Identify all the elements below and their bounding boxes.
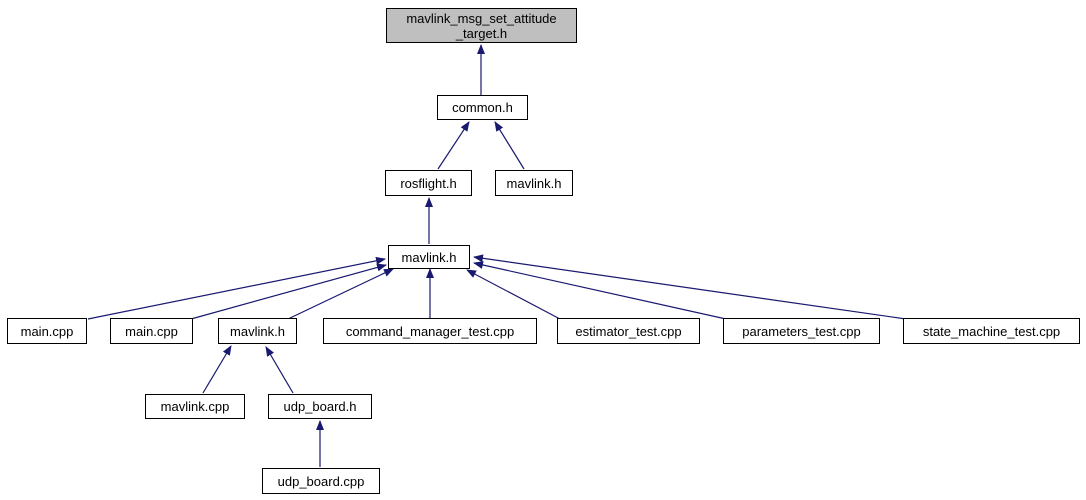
node-command_manager_test_cpp[interactable]: command_manager_test.cpp: [323, 318, 537, 344]
node-label: mavlink.cpp: [160, 399, 230, 414]
node-state_machine_test_cpp[interactable]: state_machine_test.cpp: [903, 318, 1080, 344]
node-parameters_test_cpp[interactable]: parameters_test.cpp: [723, 318, 880, 344]
edge-state_machine_test_cpp-to-mavlink_h_mid: [473, 254, 907, 320]
node-label: mavlink.h: [506, 175, 562, 191]
edge-parameters_test_cpp-to-mavlink_h_mid: [473, 261, 727, 320]
node-estimator_test_cpp[interactable]: estimator_test.cpp: [557, 318, 700, 344]
node-udp_board_cpp[interactable]: udp_board.cpp: [262, 468, 380, 494]
edge-mavlink_cpp-to-mavlink_h_bottom: [202, 345, 232, 394]
node-common_h[interactable]: common.h: [437, 95, 528, 120]
node-mavlink_h_top[interactable]: mavlink.h: [495, 170, 573, 196]
edge-main_cpp_1-to-mavlink_h_mid: [87, 256, 386, 320]
node-udp_board_h[interactable]: udp_board.h: [268, 394, 372, 419]
node-mavlink_h_bottom[interactable]: mavlink.h: [218, 318, 297, 344]
node-label: estimator_test.cpp: [575, 323, 682, 339]
node-label: mavlink.h: [401, 249, 457, 265]
edge-estimator_test_cpp-to-mavlink_h_mid: [466, 269, 561, 320]
node-rosflight_h[interactable]: rosflight.h: [385, 170, 472, 196]
edge-main_cpp_2-to-mavlink_h_mid: [190, 263, 387, 320]
node-label: state_machine_test.cpp: [922, 323, 1061, 339]
node-label: main.cpp: [20, 323, 74, 339]
edge-mavlink_h_bottom-to-mavlink_h_mid: [287, 268, 394, 320]
node-label: common.h: [452, 100, 513, 115]
node-label: command_manager_test.cpp: [345, 323, 515, 339]
node-mavlink_cpp[interactable]: mavlink.cpp: [145, 394, 245, 419]
node-main_cpp_2[interactable]: main.cpp: [110, 318, 193, 344]
node-label: main.cpp: [125, 323, 178, 339]
node-label: mavlink_msg_set_attitude _target.h: [406, 10, 557, 41]
node-label: udp_board.h: [283, 399, 357, 414]
edge-udp_board_h-to-mavlink_h_bottom: [265, 346, 294, 394]
node-label: parameters_test.cpp: [742, 323, 861, 339]
edge-mavlink_h_top-to-common_h: [494, 121, 525, 170]
node-label: rosflight.h: [400, 175, 457, 191]
node-mavlink_h_mid[interactable]: mavlink.h: [388, 245, 470, 269]
node-label: mavlink.h: [230, 323, 285, 339]
edge-rosflight_h-to-common_h: [437, 121, 470, 170]
node-mavlink_msg_set_attitude_target_h[interactable]: mavlink_msg_set_attitude _target.h: [386, 8, 577, 43]
node-main_cpp_1[interactable]: main.cpp: [7, 318, 87, 344]
node-label: udp_board.cpp: [277, 473, 365, 489]
